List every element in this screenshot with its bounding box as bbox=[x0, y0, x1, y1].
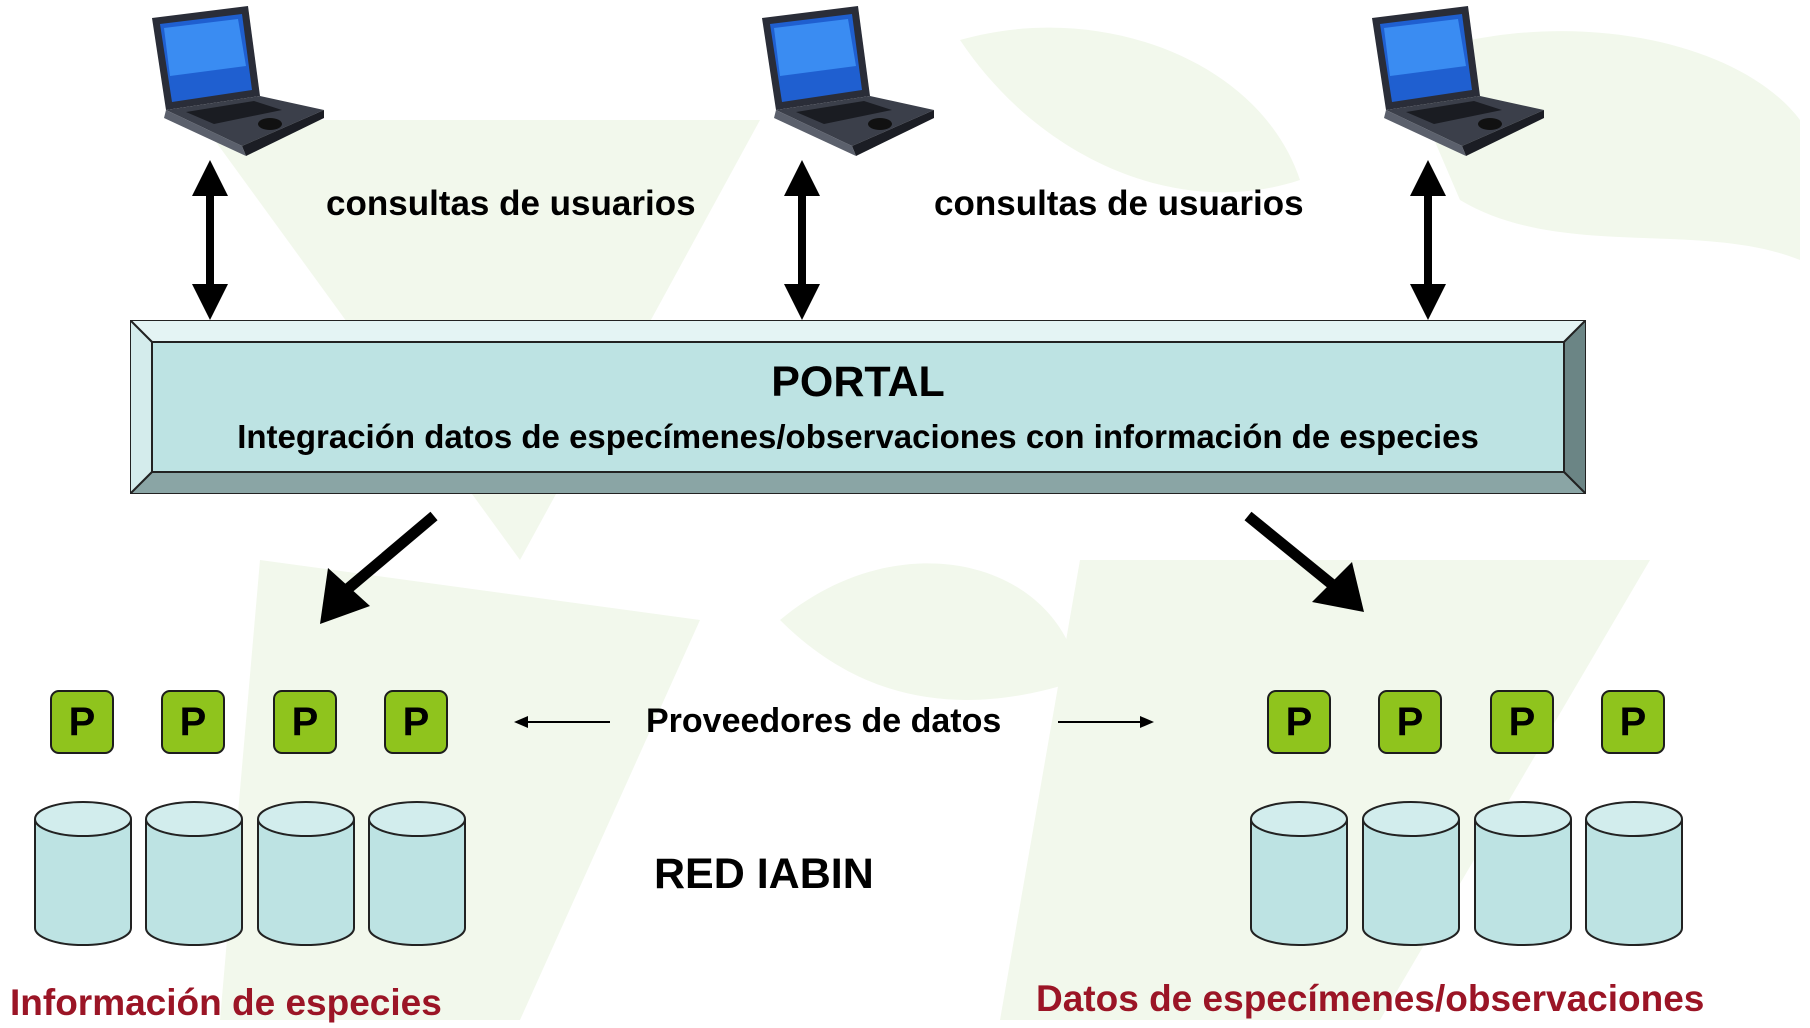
thin-arrow-right-icon bbox=[1058, 716, 1154, 728]
provider-box: P bbox=[50, 690, 114, 754]
double-arrow-icon bbox=[784, 160, 820, 320]
laptop-icon bbox=[152, 6, 324, 156]
database-icon bbox=[257, 801, 355, 946]
portal-subtitle: Integración datos de especímenes/observa… bbox=[237, 418, 1479, 455]
double-arrow-icon bbox=[1410, 160, 1446, 320]
specimen-data-caption: Datos de especímenes/observaciones bbox=[1036, 978, 1705, 1019]
provider-box: P bbox=[273, 690, 337, 754]
laptop-icon bbox=[1372, 6, 1544, 156]
portal-box: PORTAL Integración datos de especímenes/… bbox=[130, 320, 1586, 494]
provider-box: P bbox=[1378, 690, 1442, 754]
portal-title: PORTAL bbox=[771, 358, 945, 406]
portal-bevel-frame bbox=[130, 320, 1586, 494]
database-icon bbox=[1250, 801, 1348, 946]
providers-label: Proveedores de datos bbox=[646, 702, 1002, 740]
double-arrow-icon bbox=[192, 160, 228, 320]
user-queries-label-right: consultas de usuarios bbox=[934, 184, 1304, 223]
arrow-down-left-icon bbox=[320, 511, 438, 624]
species-info-caption: Información de especies bbox=[10, 982, 442, 1023]
database-icon bbox=[1474, 801, 1572, 946]
database-icon bbox=[34, 801, 132, 946]
database-icon bbox=[1585, 801, 1683, 946]
laptop-icon bbox=[762, 6, 934, 156]
provider-box: P bbox=[1490, 690, 1554, 754]
user-queries-label-left: consultas de usuarios bbox=[326, 184, 696, 223]
database-icon bbox=[145, 801, 243, 946]
database-icon bbox=[368, 801, 466, 946]
provider-box: P bbox=[161, 690, 225, 754]
thin-arrow-left-icon bbox=[514, 716, 610, 728]
network-label: RED IABIN bbox=[654, 850, 874, 898]
provider-box: P bbox=[384, 690, 448, 754]
database-icon bbox=[1362, 801, 1460, 946]
provider-box: P bbox=[1601, 690, 1665, 754]
arrow-down-right-icon bbox=[1244, 511, 1364, 612]
provider-box: P bbox=[1267, 690, 1331, 754]
